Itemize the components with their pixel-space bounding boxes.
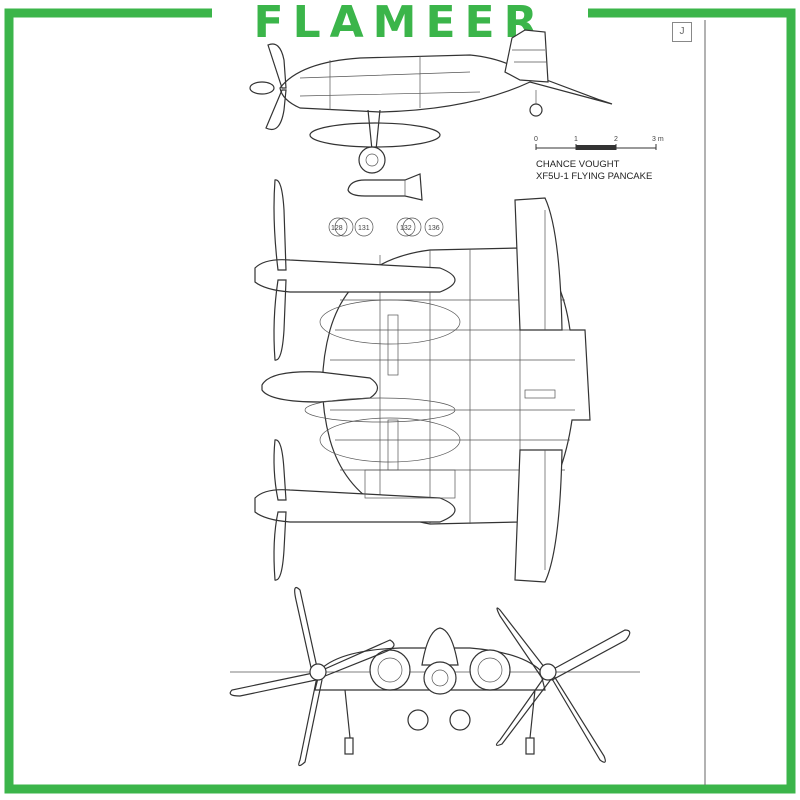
scale-label-0: 0 <box>534 136 538 143</box>
marker-row: 128 131 132 136 <box>328 217 444 237</box>
marker-label-1: 128 <box>331 225 343 232</box>
corner-tag: J <box>672 22 692 42</box>
scale-label-1: 1 <box>574 136 578 143</box>
side-view <box>249 29 613 174</box>
right-propeller <box>495 607 631 763</box>
scale-label-2: 2 <box>614 136 618 143</box>
brand-text: FLAMEER <box>253 0 547 48</box>
caption-line-2: XF5U-1 FLYING PANCAKE <box>536 171 653 182</box>
bomb-detail <box>347 173 423 201</box>
marker-label-2: 131 <box>358 225 370 232</box>
marker-label-3: 132 <box>400 225 412 232</box>
scale-bar: 0 1 2 3 m <box>534 136 664 150</box>
caption-line-1: CHANCE VOUGHT <box>536 159 620 170</box>
scale-label-3: 3 m <box>652 136 664 143</box>
drawing-caption: CHANCE VOUGHT XF5U-1 FLYING PANCAKE <box>536 159 696 183</box>
left-propeller <box>229 587 395 767</box>
front-view <box>229 587 640 767</box>
marker-label-4: 136 <box>428 225 440 232</box>
top-view <box>254 179 591 583</box>
